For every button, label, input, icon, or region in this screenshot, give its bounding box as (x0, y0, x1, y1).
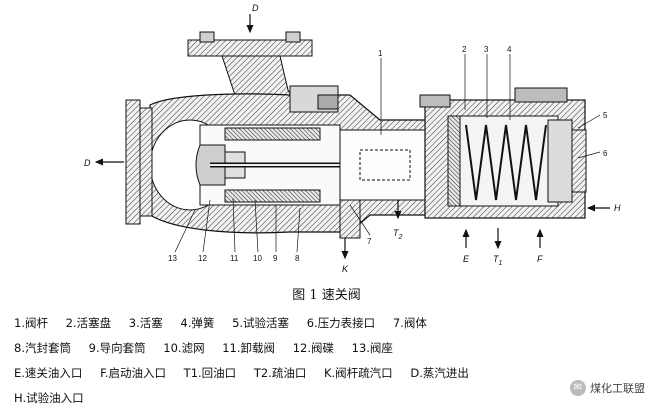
legend-item: H.试验油入口 (14, 391, 84, 405)
legend-item: 5.试验活塞 (232, 316, 290, 330)
label-1: 1 (378, 49, 383, 58)
intermediate-housing (339, 129, 431, 239)
legend-item: 7.阀体 (392, 316, 427, 330)
label-7: 7 (367, 237, 372, 246)
label-K: K (342, 264, 349, 274)
label-T1: T1 (493, 254, 503, 267)
label-D-left: D (84, 158, 91, 168)
legend-item: D.蒸汽进出 (410, 366, 469, 380)
legend-item: 4.弹簧 (180, 316, 215, 330)
watermark-text: 煤化工联盟 (590, 382, 645, 395)
legend-row-3: E.速关油入口 F.启动油入口 T1.回油口 T2.疏油口 K.阀杆疏汽口 D.… (14, 361, 653, 386)
figure-caption: 图 1 速关阀 (292, 288, 361, 303)
wechat-icon: ✉ (570, 380, 586, 396)
legend-item: 2.活塞盘 (65, 316, 112, 330)
label-9: 9 (273, 254, 278, 263)
label-T2: T2 (393, 228, 403, 241)
watermark: ✉ 煤化工联盟 (570, 380, 645, 396)
legend-item: 9.导向套筒 (88, 341, 146, 355)
legend-item: 3.活塞 (128, 316, 163, 330)
label-6: 6 (603, 149, 608, 158)
valve-cross-section-diagram: D D 1 2 3 4 5 6 13 12 11 10 9 8 7 T2 K E… (84, 3, 621, 274)
label-H: H (614, 203, 621, 213)
legend-item: 8.汽封套筒 (14, 341, 71, 355)
legend-row-2: 8.汽封套筒 9.导向套筒 10.滤网 11.卸载阀 12.阀碟 13.阀座 (14, 336, 653, 361)
label-T2-main: T (393, 228, 400, 238)
label-T2-sub: 2 (398, 234, 403, 241)
label-E: E (463, 254, 470, 264)
label-2: 2 (462, 45, 467, 54)
legend-item: 1.阀杆 (14, 316, 48, 330)
leader-lines (174, 54, 601, 253)
legend-item: 10.滤网 (163, 341, 205, 355)
label-3: 3 (484, 45, 489, 54)
legend-item: 6.压力表接口 (306, 316, 376, 330)
legend-item: 11.卸载阀 (222, 341, 276, 355)
label-4: 4 (507, 45, 512, 54)
legend: 1.阀杆 2.活塞盘 3.活塞 4.弹簧 5.试验活塞 6.压力表接口 7.阀体… (14, 311, 653, 411)
steam-outlet-flange (125, 99, 153, 225)
spring (465, 124, 547, 201)
label-8: 8 (295, 254, 300, 263)
legend-item: 12.阀碟 (292, 341, 334, 355)
legend-item: 13.阀座 (351, 341, 393, 355)
legend-item: E.速关油入口 (14, 366, 83, 380)
label-5: 5 (603, 111, 608, 120)
actuator-housing (419, 87, 587, 219)
label-F: F (537, 254, 543, 264)
label-D-top: D (252, 3, 259, 13)
legend-row-4: H.试验油入口 (14, 386, 653, 411)
legend-item: K.阀杆疏汽口 (323, 366, 393, 380)
label-T1-sub: 1 (499, 260, 503, 267)
legend-item: F.启动油入口 (100, 366, 167, 380)
label-10: 10 (253, 254, 262, 263)
legend-item: T2.疏油口 (253, 366, 307, 380)
legend-row-1: 1.阀杆 2.活塞盘 3.活塞 4.弹簧 5.试验活塞 6.压力表接口 7.阀体 (14, 311, 653, 336)
label-T1-main: T (493, 254, 500, 264)
label-11: 11 (230, 254, 239, 263)
legend-item: T1.回油口 (183, 366, 237, 380)
label-13: 13 (168, 254, 177, 263)
label-12: 12 (198, 254, 207, 263)
flow-arrows (94, 14, 610, 260)
